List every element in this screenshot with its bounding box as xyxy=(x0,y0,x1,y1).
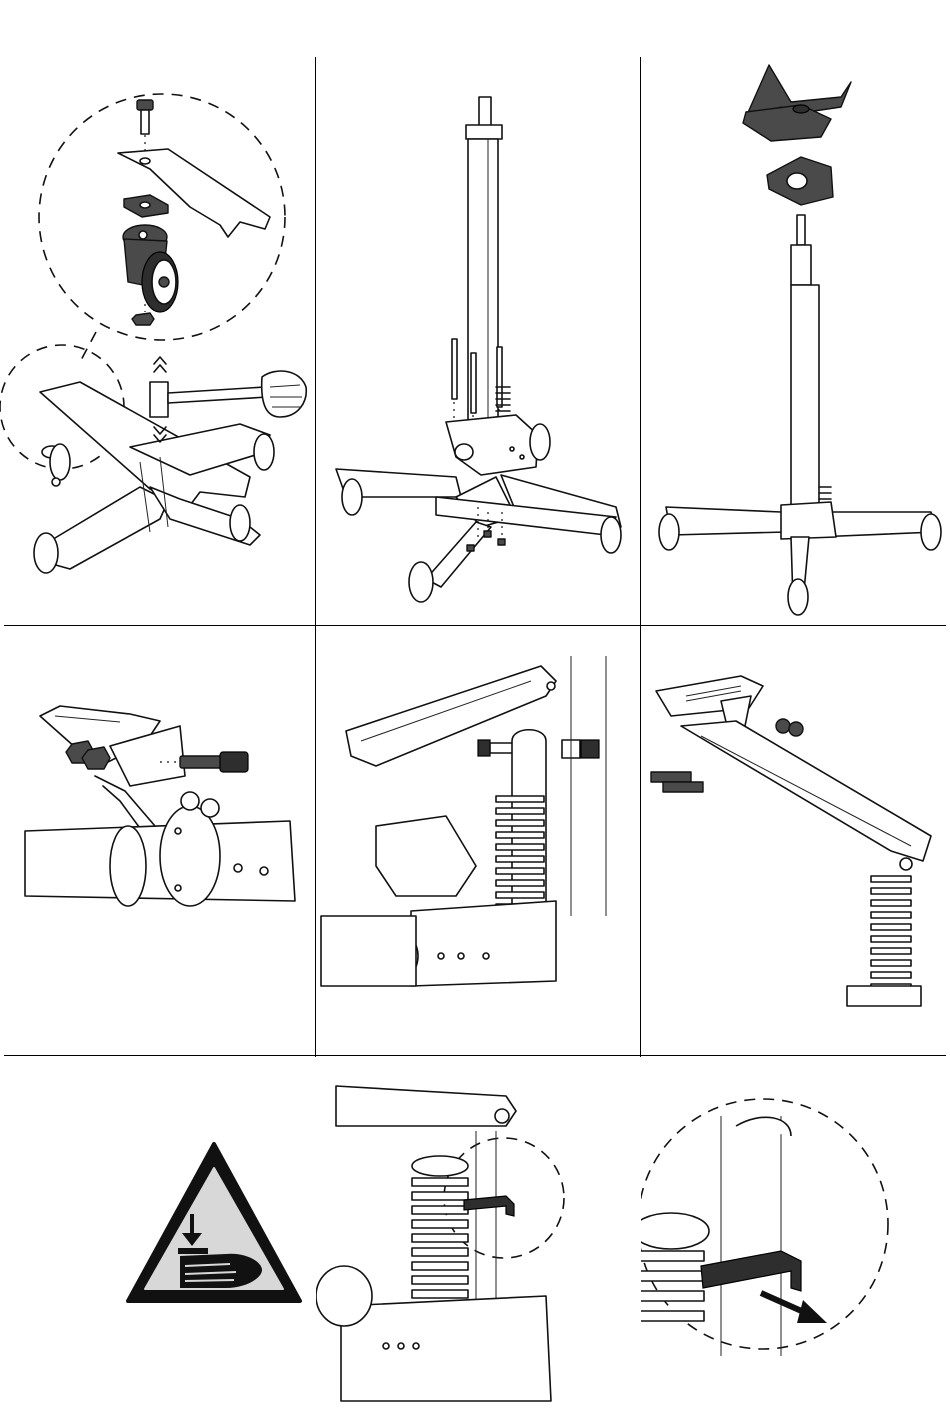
washer-icon xyxy=(124,195,168,217)
foot-pedal-icon xyxy=(656,676,763,726)
column xyxy=(791,215,819,505)
panel-step-1 xyxy=(0,57,315,625)
panel-step-4 xyxy=(0,626,315,1055)
panel-warning xyxy=(0,1056,315,1413)
lever-arm xyxy=(681,721,931,870)
panel-step-3 xyxy=(641,57,950,625)
caster-wheel-icon xyxy=(123,225,178,312)
clip-icon xyxy=(464,1196,514,1216)
clip-icon xyxy=(701,1251,801,1291)
saddle-icon xyxy=(743,65,851,141)
arrow-icon xyxy=(761,1293,827,1323)
nut-icon xyxy=(776,719,803,736)
spring-icon xyxy=(847,876,921,1006)
plate-icon xyxy=(767,157,833,205)
hammer-icon xyxy=(150,371,306,417)
pump-body xyxy=(316,1266,551,1401)
axle-tube xyxy=(25,792,295,906)
nut-icon xyxy=(562,740,599,758)
panel-step-9 xyxy=(641,1056,950,1413)
spring-icon xyxy=(412,1156,468,1298)
bolt-icon xyxy=(651,772,703,792)
panel-step-6 xyxy=(641,626,950,1055)
panel-step-5 xyxy=(316,626,640,1055)
spring-icon xyxy=(641,1213,709,1321)
panel-step-8 xyxy=(316,1056,640,1413)
panel-step-2 xyxy=(316,57,640,625)
pump-housing xyxy=(446,415,538,475)
bolt-icon xyxy=(137,100,153,155)
column xyxy=(721,1116,791,1356)
caster-plate xyxy=(118,149,270,237)
